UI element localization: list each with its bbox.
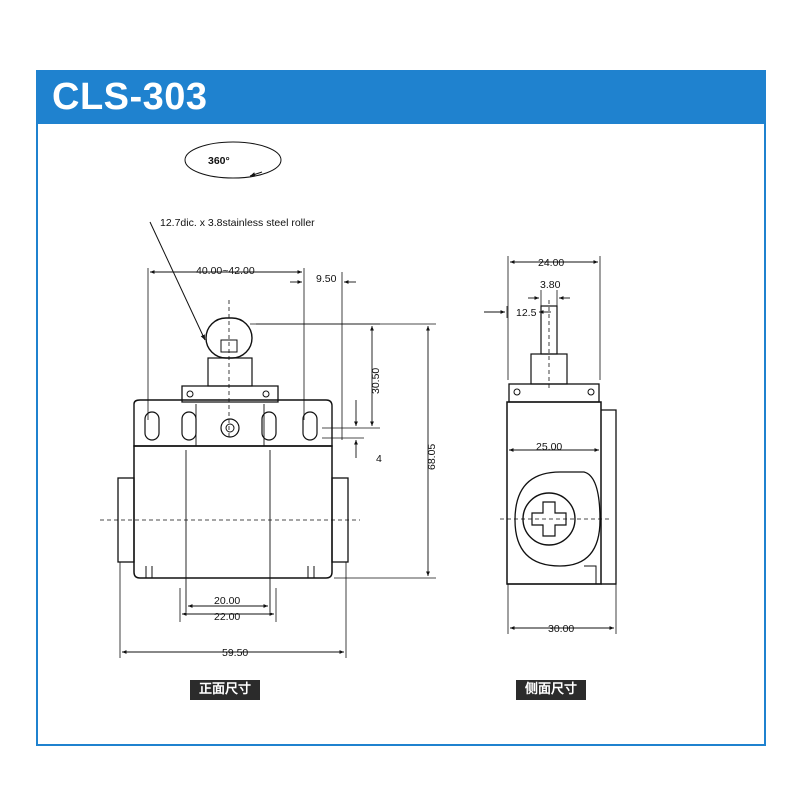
rotation-label: 360° [208,155,230,167]
head-plate [181,385,279,403]
dim-front-top-width: 40.00~42.00 [196,265,255,277]
dim-front-total-height: 68.05 [426,444,438,470]
dim-side-plunger: 3.80 [540,279,561,291]
upper-flange [133,399,333,447]
dim-side-base: 30.00 [548,623,574,635]
dim-front-mount-inner: 20.00 [214,595,240,607]
dim-front-actuator-height: 30.50 [370,368,382,394]
front-view [100,141,436,658]
product-title: CLS-303 [52,76,208,118]
actuator-neck [207,357,253,387]
dim-front-offset: 9.50 [316,273,337,285]
dim-side-offset: 12.5 [516,307,537,319]
side-view-label: 侧面尺寸 [516,680,587,700]
rotation-ellipse [184,141,282,179]
roller-note: 12.7dic. x 3.8stainless steel roller [160,217,315,229]
title-bar [36,70,766,124]
roller-leader [149,221,206,341]
dim-front-total-width: 59.50 [222,647,248,659]
center-screw [220,418,240,438]
side-view [484,256,617,634]
dim-side-body-inner: 25.00 [536,441,562,453]
content-frame [36,70,766,746]
dim-front-mount-outer: 22.00 [214,611,240,623]
main-body [133,445,333,579]
dim-side-top-width: 24.00 [538,257,564,269]
dim-front-small: 4 [376,453,382,465]
front-view-label: 正面尺寸 [190,680,261,700]
